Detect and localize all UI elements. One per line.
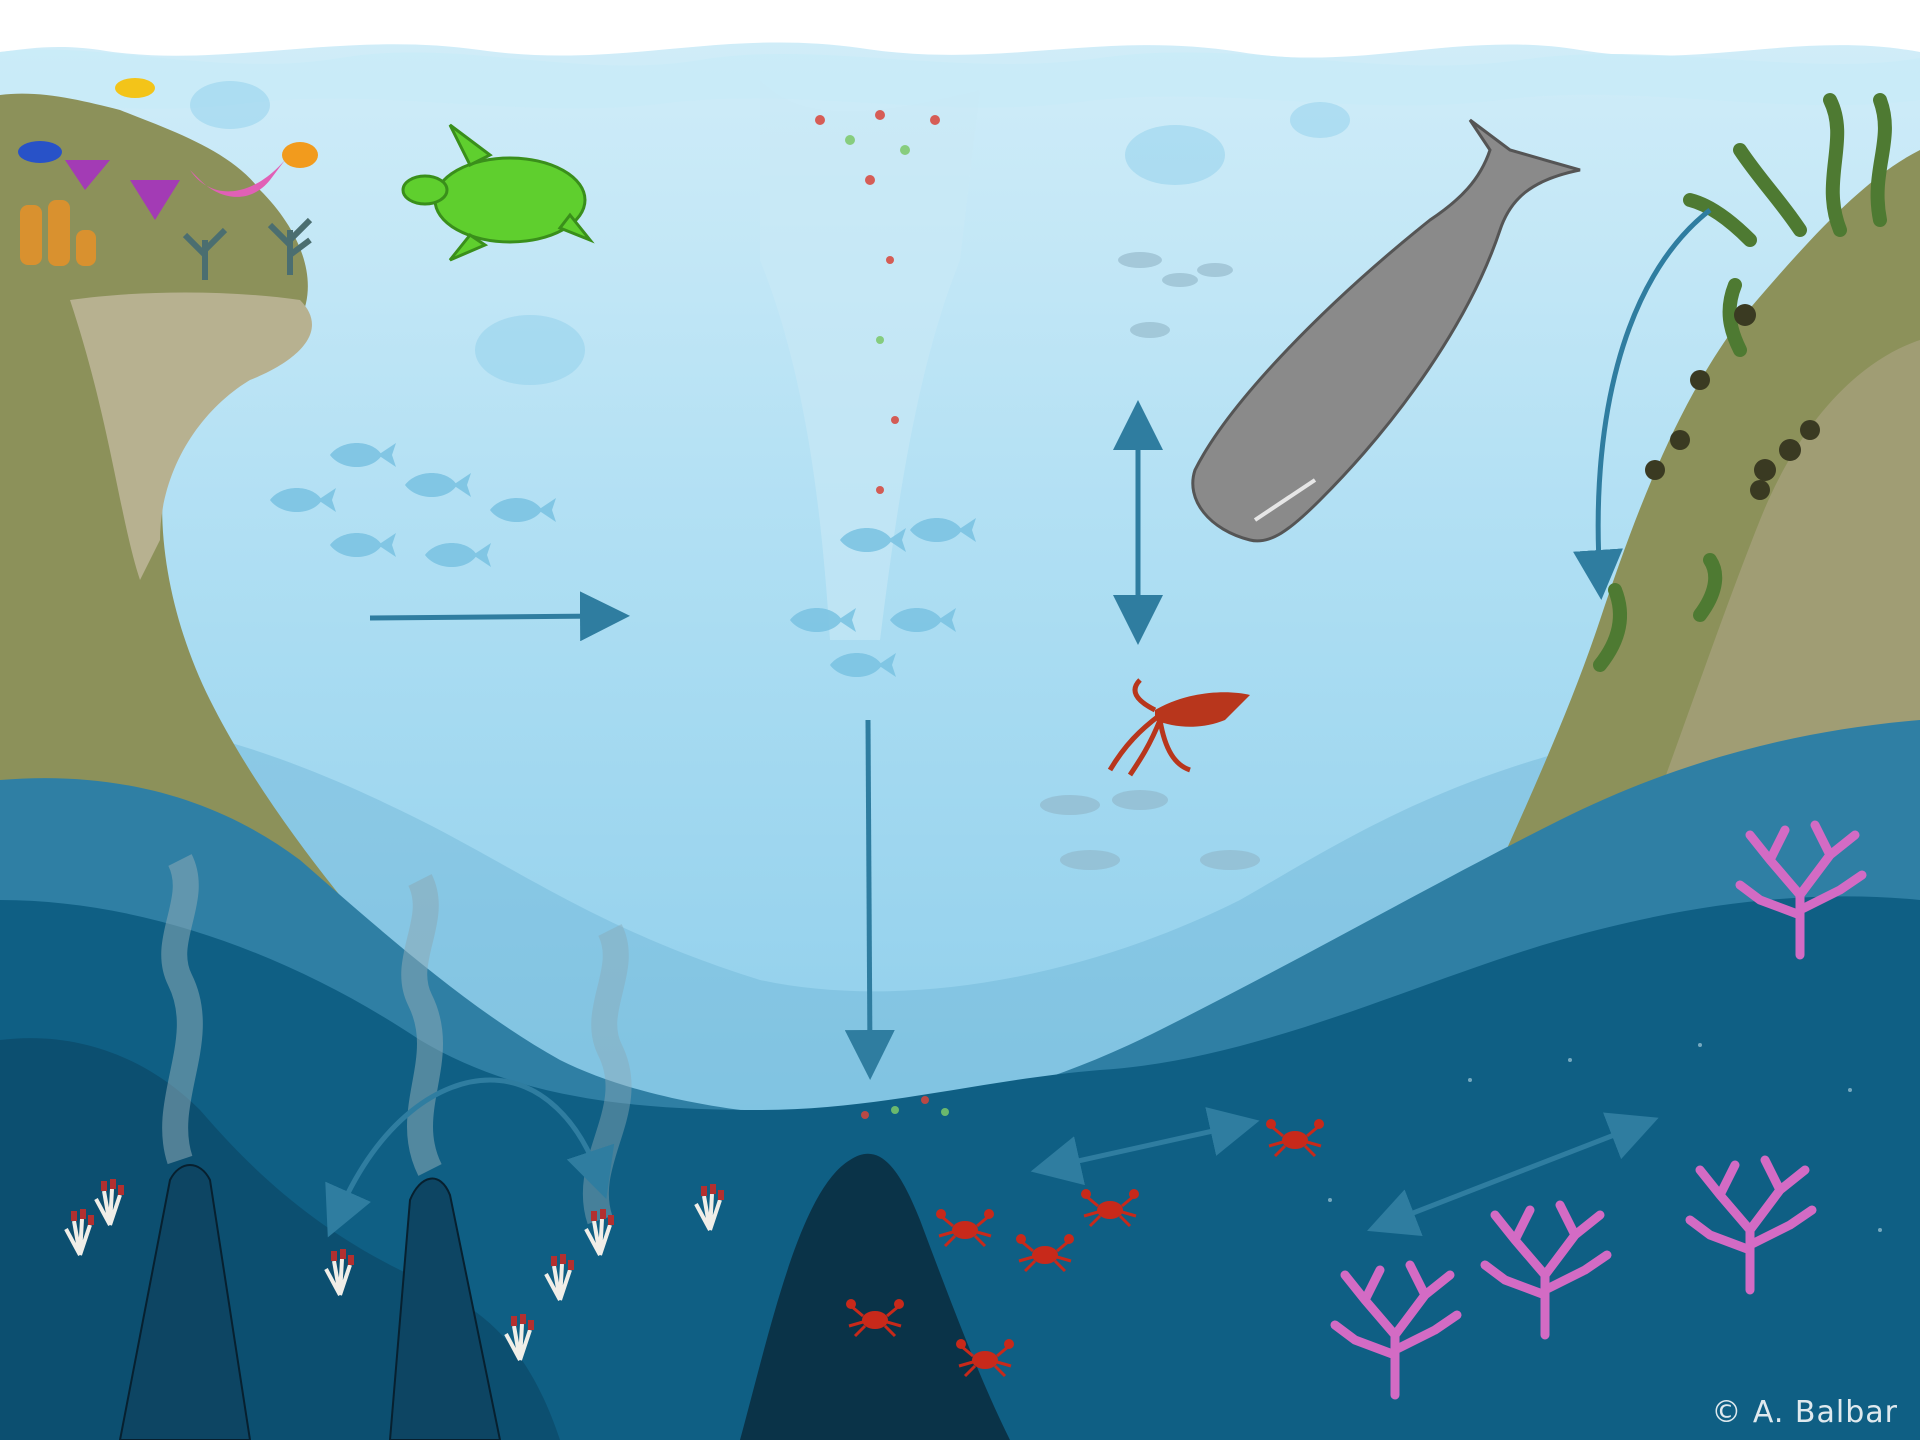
arrow-icon [370,616,610,618]
sea-surface [0,0,1920,58]
arrow-icon [868,720,870,1060]
copyright-credit: © A. Balbar [1711,1395,1898,1430]
